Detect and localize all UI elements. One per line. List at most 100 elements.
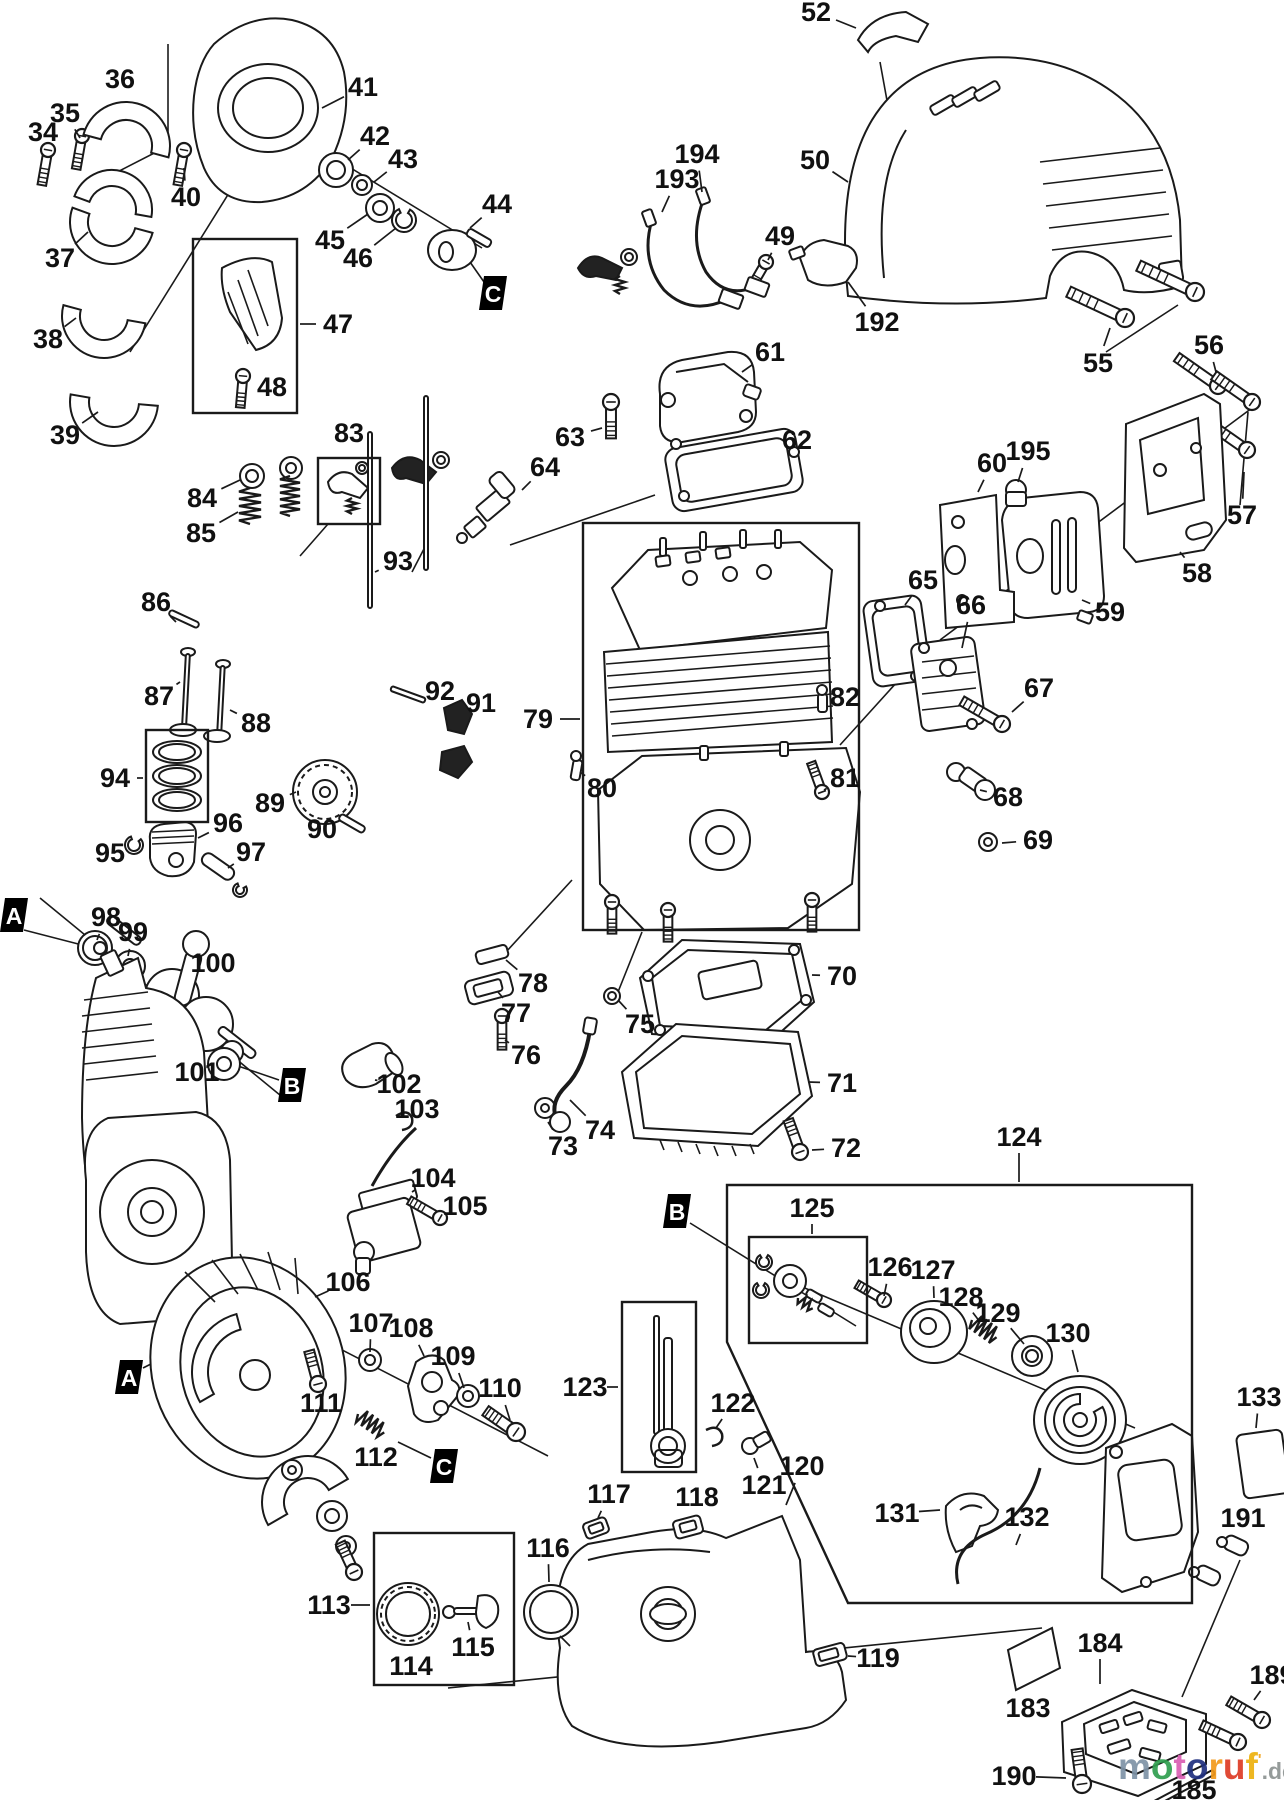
part-gasket-62-hole2: [788, 446, 800, 458]
group-box-79: [581, 521, 861, 932]
part-label-89: 89: [255, 788, 285, 818]
section-marker-b-3: B: [663, 1194, 691, 1228]
leader-76: [504, 1039, 510, 1044]
part-screw-63: [601, 392, 621, 440]
part-muffler-slot2: [1067, 517, 1077, 593]
part-bolt-110-thread: [491, 1412, 500, 1423]
part-valve-spring-85: [238, 486, 262, 526]
leader-59: [1081, 599, 1091, 605]
part-fan-housing-bore-inner: [232, 77, 304, 139]
part-block-fin5: [83, 1055, 157, 1065]
part-washer-107-inner: [364, 1354, 376, 1366]
part-clutch-bolt: [334, 1539, 364, 1582]
part-label-120: 120: [779, 1451, 824, 1481]
part-clutch-washer1-inner: [287, 1465, 297, 1475]
watermark-word: motoruf: [1118, 1746, 1258, 1787]
part-tray-tooth2: [677, 1141, 683, 1153]
part-gasket-70-hole3: [800, 994, 812, 1006]
part-bracket-slot4: [1106, 1738, 1132, 1755]
part-label-90: 90: [307, 814, 337, 844]
part-screw-72-slot: [795, 1149, 805, 1155]
part-screw-76: [493, 1007, 511, 1051]
part-clutch-bolt-thread: [336, 1542, 347, 1548]
leader-132: [1015, 1533, 1022, 1546]
section-marker-letter: B: [284, 1073, 301, 1099]
part-label-76: 76: [511, 1040, 541, 1070]
part-clip-69-inner: [983, 837, 993, 847]
part-circlip-95: [124, 835, 144, 855]
leader-63: [590, 427, 603, 432]
leader-108: [418, 1344, 425, 1357]
part-clamp-192-tab: [788, 245, 806, 261]
part-screw-185b: [1197, 1719, 1248, 1752]
leader-119: [847, 1655, 857, 1658]
part-screw-189-slot: [1258, 1715, 1266, 1725]
leader-80: [579, 771, 586, 777]
part-screw-35-thread: [74, 152, 84, 156]
part-wire-194-end: [695, 186, 711, 206]
leader-99: [127, 948, 131, 957]
part-label-102: 102: [376, 1069, 421, 1099]
part-block-fin2: [81, 1007, 151, 1017]
part-valve-88-head: [203, 729, 231, 743]
part-label-97: 97: [236, 837, 266, 867]
part-label-195: 195: [1005, 436, 1050, 466]
part-jug-fin1: [605, 645, 831, 665]
part-screw-48-slot: [238, 374, 248, 378]
part-label-39: 39: [50, 420, 80, 450]
part-seal-ring-116: [523, 1584, 579, 1640]
part-washer-43: [351, 174, 373, 196]
part-plug-cap-102b: [384, 1052, 404, 1076]
part-leader-marker-b1: [237, 1065, 280, 1081]
part-screw-67-thread: [967, 701, 974, 711]
part-bolt-111-thread: [308, 1363, 319, 1368]
leader-120: [785, 1482, 796, 1506]
part-jug-fin5: [609, 693, 833, 713]
section-marker-shape: [278, 1068, 306, 1102]
part-piston-pin-boss: [168, 852, 184, 868]
part-screw-63-shaft: [605, 407, 617, 440]
part-screw-189: [1224, 1695, 1272, 1730]
part-grommet-117-in: [587, 1521, 605, 1535]
leader-133: [1255, 1413, 1259, 1429]
part-flywheel-magnet: [191, 1312, 242, 1404]
part-label-106: 106: [325, 1267, 370, 1297]
section-marker-c-5: C: [430, 1449, 458, 1483]
part-piston-groove2: [151, 835, 195, 839]
part-label-46: 46: [343, 243, 373, 273]
part-screw-35-thread: [72, 164, 82, 168]
part-installed-plug-tip: [93, 941, 107, 955]
leader-117: [597, 1510, 603, 1519]
part-installed-plug-body: [99, 949, 125, 977]
part-rocker-arm-ext: [390, 456, 438, 486]
part-piston-groove3: [151, 841, 195, 845]
part-bearing-101: [207, 1047, 241, 1081]
watermark-letter: r: [1208, 1746, 1223, 1787]
part-screw-55b-slot: [1191, 286, 1199, 298]
part-screw-56-thread: [1176, 355, 1184, 365]
part-label-plate-133: [1235, 1428, 1284, 1500]
part-screw-55a-thread: [1093, 299, 1100, 310]
part-wire-194: [694, 197, 753, 293]
watermark-letter: o: [1185, 1746, 1209, 1787]
part-clamp-39: [69, 393, 159, 447]
part-screw-34: [36, 141, 57, 187]
part-piston-ring-94c-in: [158, 791, 196, 809]
part-muffler-cover-hole1: [1153, 463, 1167, 477]
part-screw-185b-thread: [1201, 1721, 1208, 1732]
part-label-67: 67: [1024, 673, 1054, 703]
leader-56: [1212, 361, 1217, 373]
part-screw-55b: [1134, 259, 1206, 303]
leader-84: [220, 479, 241, 490]
part-bolt-110-thread: [484, 1407, 492, 1418]
part-spring-112: [353, 1410, 385, 1441]
part-clip-75: [603, 987, 621, 1005]
part-clutch-bolt-thread: [341, 1552, 352, 1559]
leader-72: [811, 1148, 825, 1151]
section-marker-shape: [115, 1360, 143, 1394]
part-dipstick-grommet-b: [654, 1449, 683, 1468]
part-choke-lever-52: [856, 10, 930, 54]
part-label-119: 119: [856, 1643, 900, 1673]
leader-49: [767, 252, 773, 261]
